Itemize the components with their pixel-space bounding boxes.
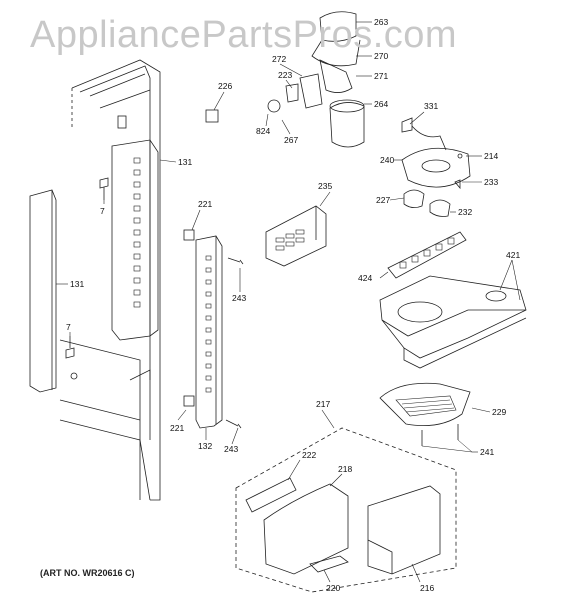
label-421: 421: [506, 250, 520, 260]
label-267: 267: [284, 135, 298, 145]
label-235: 235: [318, 181, 332, 191]
label-222: 222: [302, 450, 316, 460]
dispenser-housing-421: [379, 275, 527, 369]
screw-243-upper: [227, 257, 244, 265]
drip-tray-229: [379, 382, 471, 427]
label-263: 263: [374, 17, 388, 27]
label-223: 223: [278, 70, 292, 80]
art-number: (ART NO. WR20616 C): [40, 568, 135, 578]
grille-pins-241: [421, 424, 473, 453]
label-271: 271: [374, 71, 388, 81]
label-214: 214: [484, 151, 498, 161]
label-229: 229: [492, 407, 506, 417]
dashed-kit-217: [235, 427, 457, 593]
label-227: 227: [376, 195, 390, 205]
clip-226: [205, 109, 219, 123]
label-824: 824: [256, 126, 270, 136]
light-assembly: [401, 117, 471, 217]
rail-131-right: [111, 139, 159, 341]
label-241: 241: [480, 447, 494, 457]
label-233: 233: [484, 177, 498, 187]
rail-131-left: [29, 189, 57, 393]
label-243-lower: 243: [224, 444, 238, 454]
clip-221-lower: [183, 395, 195, 407]
label-272: 272: [272, 54, 286, 64]
label-218: 218: [338, 464, 352, 474]
label-240: 240: [380, 155, 394, 165]
label-424: 424: [358, 273, 372, 283]
rail-132: [195, 235, 223, 429]
screw-7-lower: [65, 336, 75, 359]
label-331: 331: [424, 101, 438, 111]
label-232: 232: [458, 207, 472, 217]
label-132: 132: [198, 441, 212, 451]
dispenser-motor-assembly: [267, 11, 365, 148]
callout-labels: 263 270 271 272 223 226 264 331 824 267 …: [66, 17, 520, 593]
label-243-upper: 243: [232, 293, 246, 303]
label-270: 270: [374, 51, 388, 61]
watermark: AppliancePartsPros.com: [30, 14, 458, 56]
label-7-lower: 7: [66, 322, 71, 332]
label-131-right: 131: [178, 157, 192, 167]
clip-221-upper: [183, 229, 195, 241]
label-216: 216: [420, 583, 434, 593]
label-217: 217: [316, 399, 330, 409]
label-221-lower: 221: [170, 423, 184, 433]
label-7-upper: 7: [100, 206, 105, 216]
label-220: 220: [326, 583, 340, 593]
screw-7-upper: [99, 177, 109, 200]
leader-lines: [56, 21, 521, 583]
label-264: 264: [374, 99, 388, 109]
dispenser-cover-235: [265, 205, 327, 267]
control-board-424: [387, 231, 467, 279]
label-221-upper: 221: [198, 199, 212, 209]
label-226: 226: [218, 81, 232, 91]
screw-243-lower: [225, 419, 242, 429]
label-131-left: 131: [70, 279, 84, 289]
